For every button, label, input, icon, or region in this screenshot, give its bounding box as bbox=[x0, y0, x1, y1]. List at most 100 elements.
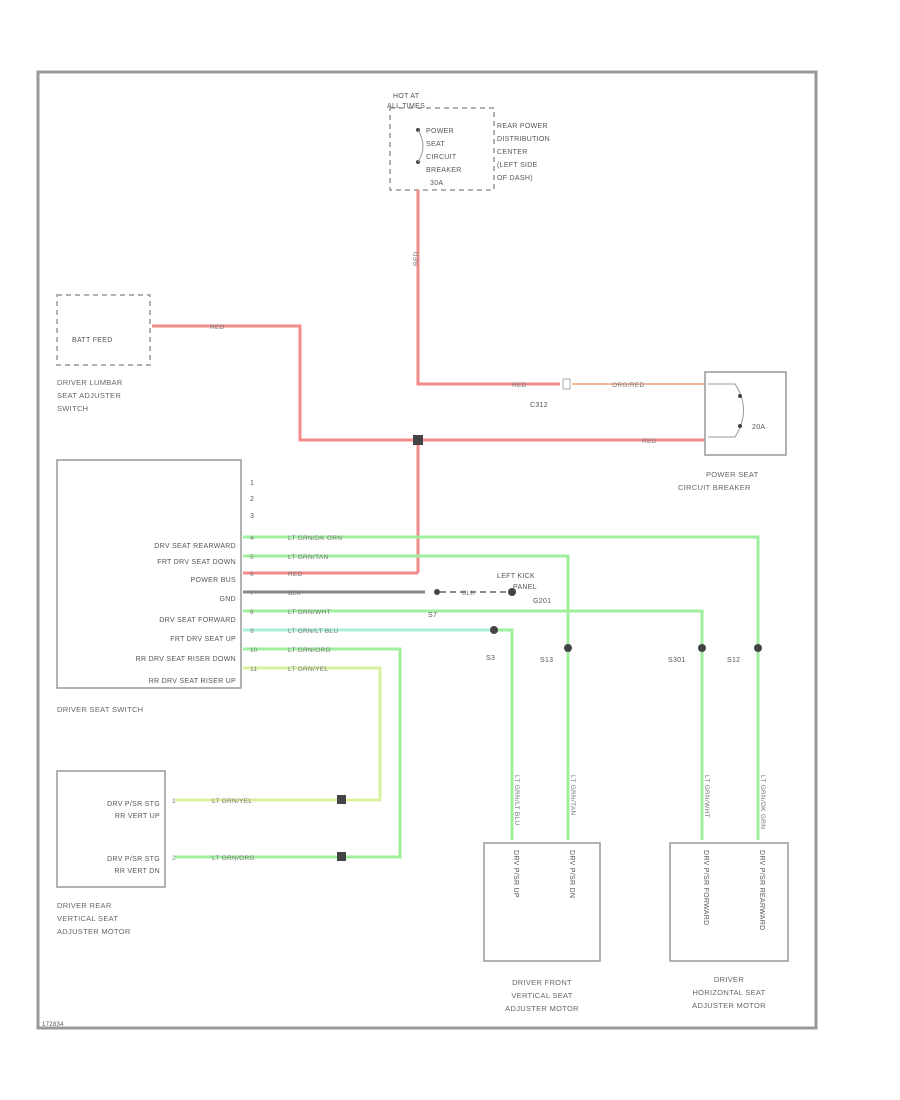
svg-text:DRV P/SR UP: DRV P/SR UP bbox=[512, 850, 519, 898]
svg-text:ADJUSTER MOTOR: ADJUSTER MOTOR bbox=[57, 927, 131, 936]
svg-text:DRV P/SR FORWARD: DRV P/SR FORWARD bbox=[702, 850, 709, 925]
svg-text:RR VERT DN: RR VERT DN bbox=[114, 868, 160, 875]
ground-icon bbox=[508, 588, 516, 596]
svg-text:LT GRN/WHT: LT GRN/WHT bbox=[703, 775, 710, 818]
svg-text:30A: 30A bbox=[430, 180, 443, 187]
svg-text:DISTRIBUTION: DISTRIBUTION bbox=[497, 136, 550, 143]
svg-text:BLK: BLK bbox=[462, 590, 476, 597]
connector-c312 bbox=[562, 378, 571, 390]
driver-lumbar-seat-adjuster-switch: BATT FEED DRIVER LUMBAR SEAT ADJUSTER SW… bbox=[56, 294, 151, 413]
svg-text:7: 7 bbox=[250, 590, 254, 597]
svg-text:RED: RED bbox=[512, 382, 527, 389]
rear-power-distribution-center: HOT AT ALL TIMES POWER SEAT CIRCUIT BREA… bbox=[387, 93, 550, 191]
svg-text:9: 9 bbox=[250, 628, 254, 635]
svg-text:1: 1 bbox=[172, 798, 176, 805]
splice-dot bbox=[413, 435, 423, 445]
diagram-frame bbox=[36, 70, 818, 1030]
svg-text:1: 1 bbox=[250, 480, 254, 487]
svg-text:LT GRN/TAN: LT GRN/TAN bbox=[569, 775, 576, 816]
svg-text:S301: S301 bbox=[668, 657, 686, 664]
wire-lt-grn-yel bbox=[175, 666, 382, 802]
svg-text:RR VERT UP: RR VERT UP bbox=[115, 813, 160, 820]
svg-text:LT GRN/YEL: LT GRN/YEL bbox=[212, 798, 252, 805]
svg-text:DRV SEAT REARWARD: DRV SEAT REARWARD bbox=[154, 543, 236, 550]
svg-text:HOT AT: HOT AT bbox=[393, 93, 420, 100]
wire-lt-grn-org bbox=[175, 647, 402, 859]
svg-text:ADJUSTER MOTOR: ADJUSTER MOTOR bbox=[505, 1004, 579, 1013]
svg-text:LT GRN/LT BLU: LT GRN/LT BLU bbox=[288, 628, 338, 635]
svg-text:POWER: POWER bbox=[426, 128, 454, 135]
svg-text:POWER SEAT: POWER SEAT bbox=[706, 470, 759, 479]
svg-text:RR DRV SEAT RISER DOWN: RR DRV SEAT RISER DOWN bbox=[136, 656, 236, 663]
wire-lt-grn-wht bbox=[243, 609, 704, 840]
svg-text:SEAT ADJUSTER: SEAT ADJUSTER bbox=[57, 391, 121, 400]
svg-text:DRV SEAT FORWARD: DRV SEAT FORWARD bbox=[159, 617, 236, 624]
svg-text:DRV P/SR STG: DRV P/SR STG bbox=[107, 856, 160, 863]
svg-text:20A: 20A bbox=[752, 424, 765, 431]
svg-text:LT GRN/TAN: LT GRN/TAN bbox=[288, 554, 329, 561]
svg-text:FRT DRV SEAT DOWN: FRT DRV SEAT DOWN bbox=[157, 559, 236, 566]
svg-text:DRV P/SR STG: DRV P/SR STG bbox=[107, 801, 160, 808]
svg-text:DRV P/SR DN: DRV P/SR DN bbox=[568, 850, 575, 898]
svg-text:DRIVER FRONT: DRIVER FRONT bbox=[512, 978, 572, 987]
figure-id: 172834 bbox=[42, 1022, 64, 1028]
svg-text:G201: G201 bbox=[533, 598, 551, 605]
svg-text:LT GRN/WHT: LT GRN/WHT bbox=[288, 609, 331, 616]
svg-text:CIRCUIT: CIRCUIT bbox=[426, 154, 457, 161]
svg-text:ADJUSTER MOTOR: ADJUSTER MOTOR bbox=[692, 1001, 766, 1010]
svg-text:C312: C312 bbox=[530, 402, 548, 409]
svg-text:DRV P/SR REARWARD: DRV P/SR REARWARD bbox=[758, 850, 765, 930]
svg-text:6: 6 bbox=[250, 571, 254, 578]
wire-lt-grn-dk-grn bbox=[243, 535, 760, 840]
svg-text:S13: S13 bbox=[540, 657, 553, 664]
svg-text:(LEFT SIDE: (LEFT SIDE bbox=[497, 162, 538, 169]
svg-text:ORG/RED: ORG/RED bbox=[612, 382, 644, 389]
svg-text:REAR POWER: REAR POWER bbox=[497, 123, 548, 130]
svg-text:8: 8 bbox=[250, 609, 254, 616]
svg-text:2: 2 bbox=[250, 496, 254, 503]
svg-text:5: 5 bbox=[250, 554, 254, 561]
svg-text:10: 10 bbox=[250, 647, 258, 654]
svg-text:RED: RED bbox=[288, 571, 303, 578]
svg-text:11: 11 bbox=[250, 666, 257, 673]
svg-text:VERTICAL SEAT: VERTICAL SEAT bbox=[57, 914, 118, 923]
svg-text:CIRCUIT BREAKER: CIRCUIT BREAKER bbox=[678, 483, 751, 492]
svg-text:DRIVER REAR: DRIVER REAR bbox=[57, 901, 112, 910]
svg-text:CENTER: CENTER bbox=[497, 149, 528, 156]
svg-text:LT GRN/YEL: LT GRN/YEL bbox=[288, 666, 328, 673]
svg-text:2: 2 bbox=[172, 855, 176, 862]
svg-text:DRIVER: DRIVER bbox=[714, 975, 744, 984]
svg-text:PANEL: PANEL bbox=[513, 584, 537, 591]
svg-text:DRIVER LUMBAR: DRIVER LUMBAR bbox=[57, 378, 123, 387]
svg-text:RR DRV SEAT RISER UP: RR DRV SEAT RISER UP bbox=[149, 678, 236, 685]
svg-text:LT GRN/ORG: LT GRN/ORG bbox=[288, 647, 331, 654]
svg-text:BLK: BLK bbox=[288, 590, 302, 597]
svg-text:OF DASH): OF DASH) bbox=[497, 175, 533, 182]
svg-text:S3: S3 bbox=[486, 655, 495, 662]
svg-text:BATT FEED: BATT FEED bbox=[72, 337, 113, 344]
wire-red-lumbar bbox=[152, 324, 705, 442]
svg-text:S12: S12 bbox=[727, 657, 740, 664]
svg-text:ALL TIMES: ALL TIMES bbox=[387, 103, 425, 110]
power-seat-circuit-breaker: 20A POWER SEAT CIRCUIT BREAKER bbox=[678, 371, 787, 492]
driver-rear-vertical-seat-adjuster-motor: DRV P/SR STG RR VERT UP DRV P/SR STG RR … bbox=[56, 770, 255, 936]
driver-seat-switch: DRIVER SEAT SWITCH 1 2 3 DRV SEAT REARWA… bbox=[56, 459, 254, 714]
svg-text:SEAT: SEAT bbox=[426, 141, 445, 148]
svg-text:SWITCH: SWITCH bbox=[57, 404, 88, 413]
svg-text:RED: RED bbox=[210, 324, 225, 331]
svg-text:POWER BUS: POWER BUS bbox=[191, 577, 237, 584]
svg-text:LEFT KICK: LEFT KICK bbox=[497, 573, 535, 580]
svg-text:GND: GND bbox=[220, 596, 236, 603]
svg-text:RED: RED bbox=[413, 251, 420, 266]
svg-text:DRIVER SEAT SWITCH: DRIVER SEAT SWITCH bbox=[57, 705, 143, 714]
svg-text:FRT DRV SEAT UP: FRT DRV SEAT UP bbox=[170, 636, 236, 643]
svg-text:LT GRN/DK GRN: LT GRN/DK GRN bbox=[288, 535, 342, 542]
svg-text:BREAKER: BREAKER bbox=[426, 167, 462, 174]
svg-text:S7: S7 bbox=[428, 612, 437, 619]
svg-text:LT GRN/DK GRN: LT GRN/DK GRN bbox=[759, 775, 766, 829]
svg-text:3: 3 bbox=[250, 513, 254, 520]
driver-front-vertical-seat-adjuster-motor: DRV P/SR UP DRV P/SR DN DRIVER FRONT VER… bbox=[483, 842, 601, 1013]
driver-horizontal-seat-adjuster-motor: DRV P/SR FORWARD DRV P/SR REARWARD DRIVE… bbox=[669, 842, 789, 1010]
wire-lt-grn-tan bbox=[243, 554, 570, 840]
